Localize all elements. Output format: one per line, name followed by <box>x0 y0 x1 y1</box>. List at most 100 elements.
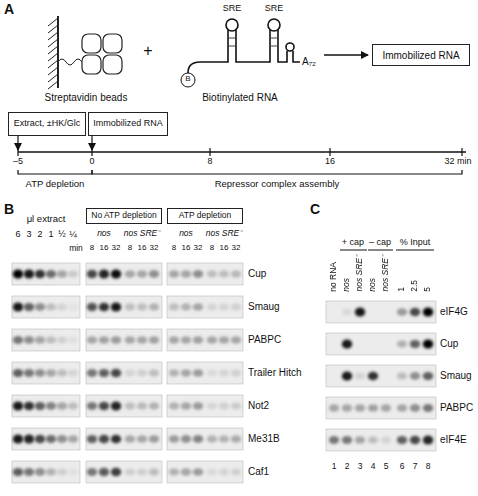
lane-label: 8 <box>128 244 132 253</box>
lane-label: nos <box>342 278 351 292</box>
protein-band <box>169 369 179 376</box>
lane-number: 1 <box>332 462 337 471</box>
protein-band <box>410 372 420 380</box>
protein-band <box>397 404 407 412</box>
blot-membrane <box>86 428 162 450</box>
part-label: Biotinylated RNA <box>202 92 278 103</box>
protein-band <box>329 436 339 444</box>
protein-label: Not2 <box>248 400 269 411</box>
protein-band <box>181 402 191 410</box>
lane-label: 6 <box>15 230 20 240</box>
lane-label: 2 <box>37 230 42 240</box>
element-label: SRE <box>265 4 284 14</box>
column-header: – cap <box>369 238 391 248</box>
protein-band <box>207 336 217 344</box>
protein-band <box>368 436 378 443</box>
protein-band <box>207 303 217 310</box>
protein-band <box>87 336 97 344</box>
protein-band <box>169 303 179 310</box>
lane-number: 2 <box>345 462 350 471</box>
lane-label: 8 <box>90 244 94 253</box>
protein-band <box>169 435 179 443</box>
protein-band <box>24 435 34 444</box>
blot-membrane <box>86 461 162 483</box>
protein-band <box>355 404 365 412</box>
blot-membrane <box>86 296 162 318</box>
column-header: nos SRE⁻ <box>206 229 243 238</box>
protein-band <box>149 369 159 376</box>
protein-band <box>57 369 67 376</box>
bead-surface <box>48 16 82 89</box>
protein-band <box>181 435 191 443</box>
protein-band <box>219 303 229 310</box>
protein-band <box>13 468 23 476</box>
lane-number: 5 <box>384 462 389 471</box>
blot-strip <box>167 329 243 351</box>
protein-band <box>149 468 159 475</box>
blot-strip <box>167 362 243 384</box>
protein-band <box>46 402 56 410</box>
protein-band <box>125 435 135 443</box>
lane-label: 2.5 <box>410 280 419 292</box>
protein-band <box>125 336 135 344</box>
protein-band <box>68 270 78 277</box>
protein-band <box>137 435 147 443</box>
protein-band <box>381 404 391 412</box>
blot-membrane <box>326 301 436 323</box>
interval-label: Repressor complex assembly <box>215 179 340 189</box>
protein-band <box>99 270 109 279</box>
text-box: Immobilized RNA <box>88 112 168 136</box>
column-header: nos <box>179 229 193 238</box>
protein-band <box>35 369 45 377</box>
protein-band <box>46 369 56 377</box>
reaction-arrow <box>324 54 368 56</box>
blot-strip <box>167 263 243 285</box>
protein-band <box>397 340 407 347</box>
protein-band <box>137 402 147 409</box>
blot-strip <box>326 429 436 451</box>
protein-band <box>24 369 34 377</box>
protein-band <box>231 402 241 409</box>
protein-band <box>46 468 56 475</box>
blot-membrane <box>86 263 162 285</box>
lane-label: ½ <box>58 230 66 240</box>
protein-band <box>181 336 191 344</box>
protein-band <box>231 336 241 344</box>
protein-band <box>137 303 147 310</box>
protein-band <box>397 436 407 444</box>
protein-band <box>87 435 97 443</box>
protein-band <box>207 270 217 277</box>
blot-membrane <box>12 461 80 483</box>
protein-band <box>149 435 159 443</box>
panel-letter: A <box>4 2 14 17</box>
protein-band <box>35 468 45 476</box>
protein-band <box>111 402 121 411</box>
protein-band <box>169 468 179 475</box>
protein-label: Smaug <box>248 301 280 312</box>
protein-band <box>99 336 109 344</box>
lane-label: nos SRE⁻ <box>355 255 364 292</box>
protein-band <box>219 336 229 344</box>
protein-band <box>207 435 217 442</box>
protein-band <box>24 336 34 344</box>
protein-band <box>35 435 45 443</box>
protein-band <box>125 369 135 376</box>
protein-band <box>87 270 97 278</box>
protein-band <box>231 369 241 376</box>
panel-letter: C <box>310 202 320 217</box>
protein-band <box>219 402 229 409</box>
lane-label: 16 <box>220 244 229 253</box>
lane-number: 8 <box>426 462 431 471</box>
blot-strip <box>326 333 436 355</box>
protein-band <box>423 404 433 412</box>
protein-band <box>193 270 203 278</box>
protein-band <box>231 303 241 310</box>
box-label: Extract, ±HK/Glc <box>14 119 80 129</box>
protein-band <box>181 303 191 310</box>
protein-band <box>57 303 67 310</box>
protein-label: Me31B <box>248 433 280 444</box>
protein-label: Caf1 <box>248 466 269 477</box>
box-label: Immobilized RNA <box>382 50 459 61</box>
protein-band <box>149 270 159 278</box>
protein-band <box>368 372 378 381</box>
